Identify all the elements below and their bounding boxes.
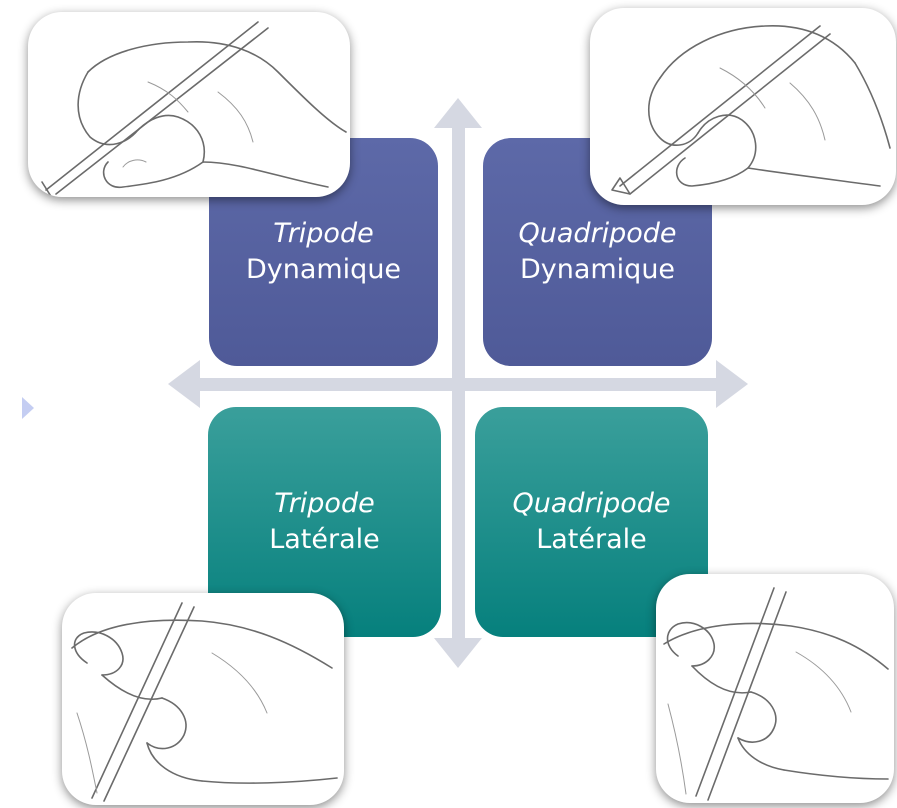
hand-writing-icon — [663, 587, 889, 801]
quadrant-title: Quadripode — [512, 487, 671, 519]
left-arrowhead — [168, 360, 200, 408]
right-arrowhead — [716, 360, 748, 408]
quadrant-subtitle: Dynamique — [519, 254, 676, 285]
quadrant-subtitle: Latérale — [269, 524, 380, 555]
quadrant-subtitle: Dynamique — [245, 254, 402, 285]
hand-writing-icon — [41, 21, 347, 197]
quadrant-title: Tripode — [273, 217, 374, 249]
hand-illustration-quadripode-dynamique — [590, 8, 896, 205]
quadrant-subtitle: Latérale — [536, 524, 647, 555]
hand-illustration-tripode-dynamique — [28, 12, 350, 197]
horizontal-axis — [185, 378, 730, 391]
quadrant-title: Quadripode — [518, 217, 677, 249]
bullet-marker-icon — [22, 397, 34, 419]
up-arrowhead — [434, 98, 482, 128]
down-arrowhead — [434, 638, 482, 668]
quadrant-title: Tripode — [274, 487, 375, 519]
hand-illustration-tripode-laterale — [62, 593, 344, 805]
hand-illustration-quadripode-laterale — [656, 574, 894, 803]
hand-writing-icon — [611, 25, 891, 195]
hand-writing-icon — [71, 602, 338, 802]
